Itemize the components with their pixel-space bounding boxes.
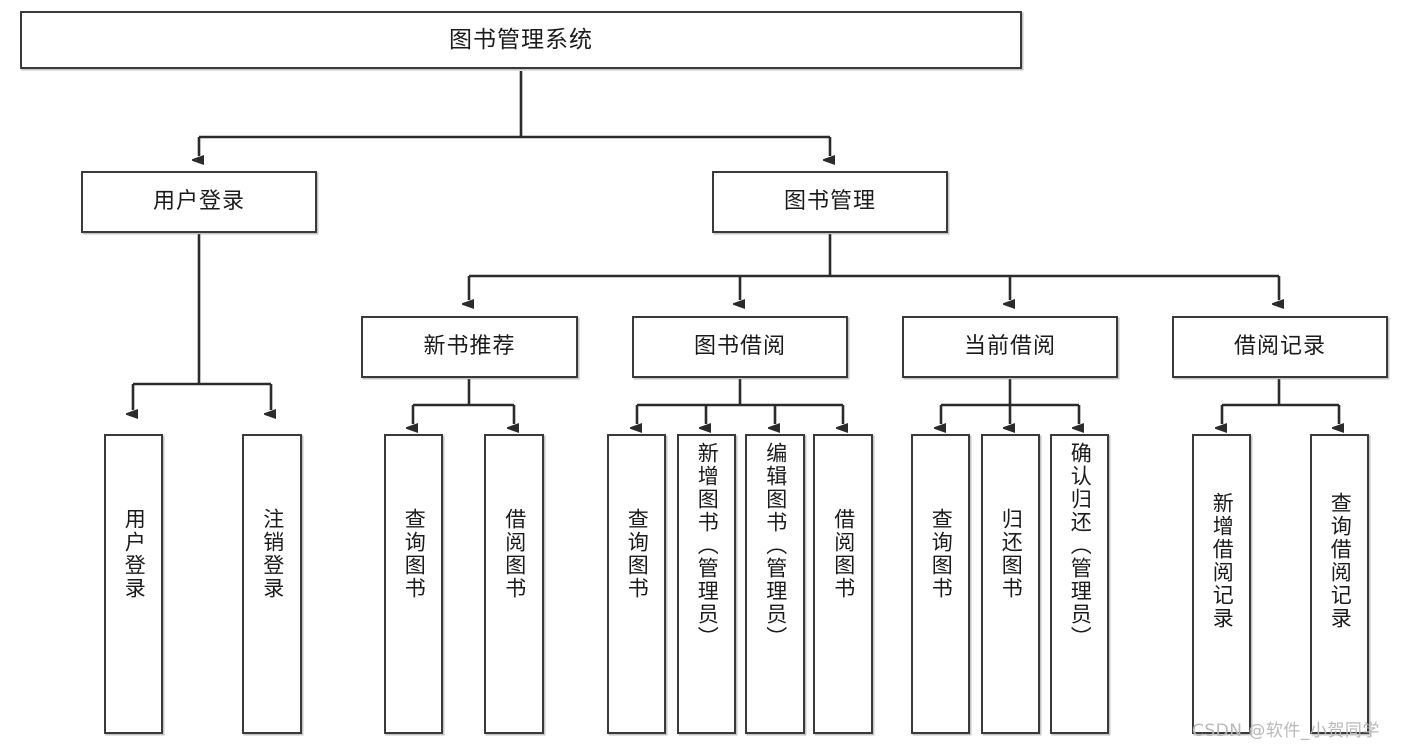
leaf-current-query-book-label: 查询图书 <box>929 508 954 600</box>
leaf-current-return-book-label: 归还图书 <box>999 508 1024 600</box>
leaf-current-query-book[interactable]: 查询图书 <box>911 434 970 734</box>
node-current-borrow[interactable]: 当前借阅 <box>902 316 1118 378</box>
leaf-records-add-record-label: 新增借阅记录 <box>1210 492 1235 630</box>
leaf-new-book-borrow-label: 借阅图书 <box>502 508 527 600</box>
leaf-new-book-query[interactable]: 查询图书 <box>384 434 443 734</box>
leaf-borrow-borrow-book-label: 借阅图书 <box>831 508 856 600</box>
leaf-user-login-logout[interactable]: 注销登录 <box>242 434 302 734</box>
node-book-management[interactable]: 图书管理 <box>712 171 948 233</box>
leaf-records-query-record[interactable]: 查询借阅记录 <box>1310 434 1369 734</box>
leaf-borrow-add-book-admin-label: 新增图书（管理员） <box>695 442 720 649</box>
node-current-borrow-label: 当前借阅 <box>963 334 1056 360</box>
leaf-user-login-logout-label: 注销登录 <box>260 508 285 600</box>
leaf-borrow-add-book-admin[interactable]: 新增图书（管理员） <box>677 434 736 734</box>
node-book-borrow-label: 图书借阅 <box>693 334 786 360</box>
leaf-records-query-record-label: 查询借阅记录 <box>1328 492 1353 630</box>
node-user-login-label: 用户登录 <box>152 189 245 215</box>
leaf-user-login-login[interactable]: 用户登录 <box>104 434 163 734</box>
leaf-current-confirm-return-admin[interactable]: 确认归还（管理员） <box>1050 434 1109 734</box>
watermark: CSDN @软件_小贺同学 <box>1192 721 1380 741</box>
node-borrow-records-label: 借阅记录 <box>1233 334 1326 360</box>
leaf-borrow-edit-book-admin[interactable]: 编辑图书（管理员） <box>745 434 805 734</box>
leaf-current-confirm-return-admin-label: 确认归还（管理员） <box>1068 442 1093 649</box>
leaf-new-book-query-label: 查询图书 <box>402 508 427 600</box>
leaf-new-book-borrow[interactable]: 借阅图书 <box>484 434 544 734</box>
leaf-borrow-borrow-book[interactable]: 借阅图书 <box>813 434 873 734</box>
leaf-user-login-login-label: 用户登录 <box>122 508 147 600</box>
leaf-borrow-query-book-label: 查询图书 <box>625 508 650 600</box>
node-book-borrow[interactable]: 图书借阅 <box>632 316 848 378</box>
node-book-management-label: 图书管理 <box>783 189 876 215</box>
leaf-borrow-edit-book-admin-label: 编辑图书（管理员） <box>763 442 788 649</box>
node-root[interactable]: 图书管理系统 <box>20 11 1022 69</box>
node-new-book-recommend[interactable]: 新书推荐 <box>361 316 578 378</box>
node-new-book-recommend-label: 新书推荐 <box>423 334 516 360</box>
leaf-borrow-query-book[interactable]: 查询图书 <box>607 434 666 734</box>
leaf-records-add-record[interactable]: 新增借阅记录 <box>1192 434 1251 734</box>
leaf-current-return-book[interactable]: 归还图书 <box>981 434 1040 734</box>
node-user-login[interactable]: 用户登录 <box>81 171 317 233</box>
node-borrow-records[interactable]: 借阅记录 <box>1172 316 1388 378</box>
node-root-label: 图书管理系统 <box>449 26 593 53</box>
